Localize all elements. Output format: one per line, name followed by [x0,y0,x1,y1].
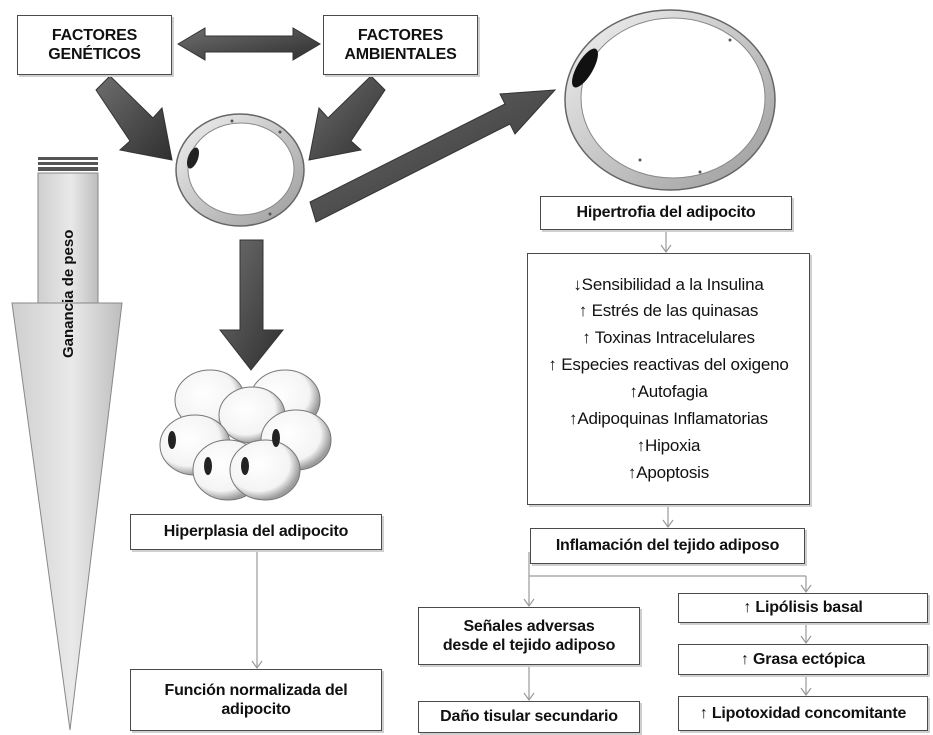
effect-item: ↑ Especies reactivas del oxigeno [548,355,789,375]
weight-gain-label: Ganancia de peso [60,229,77,358]
lipotoxicity-box: ↑ Lipotoxidad concomitante [678,696,928,731]
effect-item: ↑Hipoxia [636,435,701,455]
normalized-function-line1: Función normalizada del [164,681,348,699]
connectors [251,230,812,702]
adverse-signals-line2: desde el tejido adiposo [442,637,616,654]
arrow-to-hyperplasia [218,239,285,371]
double-arrow [177,27,321,61]
effect-item: ↑ Toxinas Intracelulares [582,328,755,348]
environmental-factors-line2: AMBIENTALES [344,46,457,63]
genetic-factors-box: FACTORES GENÉTICOS [17,15,172,75]
arrow-to-hypertrophy [309,89,557,223]
effect-item: ↓Sensibilidad a la Insulina [573,274,764,294]
environmental-factors-box: FACTORES AMBIENTALES [323,15,478,75]
adipocyte-cluster-icon [159,369,332,501]
adipocyte-small-icon [175,113,305,227]
environmental-factors-line1: FACTORES [357,26,444,44]
hyperplasia-title-box: Hiperplasia del adipocito [130,514,382,550]
weight-gain-arrow [11,157,123,731]
effect-item: ↑Adipoquinas Inflamatorias [569,408,768,428]
genetic-factors-line1: FACTORES [51,26,138,44]
effect-item: ↑Apoptosis [627,462,710,482]
hypertrophy-effects-box: ↓Sensibilidad a la Insulina ↑ Estrés de … [527,253,810,505]
effect-item: ↑Autofagia [629,382,708,401]
hypertrophy-title-box: Hipertrofia del adipocito [540,196,792,230]
normalized-function-line2: adipocito [221,701,291,718]
adverse-signals-line1: Señales adversas [463,617,595,635]
ectopic-fat-box: ↑ Grasa ectópica [678,644,928,675]
adipocyte-large-icon [564,9,776,191]
secondary-damage-box: Daño tisular secundario [418,701,640,733]
lipolysis-box: ↑ Lipólisis basal [678,593,928,623]
inflammation-box: Inflamación del tejido adiposo [530,528,805,564]
genetic-factors-line2: GENÉTICOS [48,46,141,63]
normalized-function-box: Función normalizada del adipocito [130,669,382,731]
adverse-signals-box: Señales adversas desde el tejido adiposo [418,607,640,665]
effect-item: ↑ Estrés de las quinasas [578,301,759,321]
arrow-genetic-to-cell [95,75,173,161]
arrow-environmental-to-cell [308,75,386,161]
